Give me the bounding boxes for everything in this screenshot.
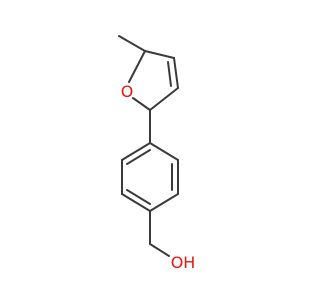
benzene-bond-6 [121,142,151,161]
furan-double-bond-c4-c3-inner [167,61,172,87]
benzene-bond-3 [149,193,179,212]
furan-bond-o-c5 [128,50,146,83]
ch2-oh-bond [149,243,170,257]
hydroxyl-label: OH [171,253,196,272]
furan-bond-c3-c2 [149,87,179,111]
molecule-structure: O OH [118,35,196,272]
methyl-bond [118,35,146,52]
benzene-bond-6-inner [126,149,151,165]
furan-bond-c4-c3 [173,57,179,89]
furan-bond-c5-c4 [144,50,175,59]
benzene-bond-1 [149,142,179,161]
benzene-bond-4-inner [126,189,151,205]
ring-oxygen-label: O [121,82,134,101]
furan-bond-c2-o [132,97,151,111]
benzene-bond-4 [121,193,151,212]
